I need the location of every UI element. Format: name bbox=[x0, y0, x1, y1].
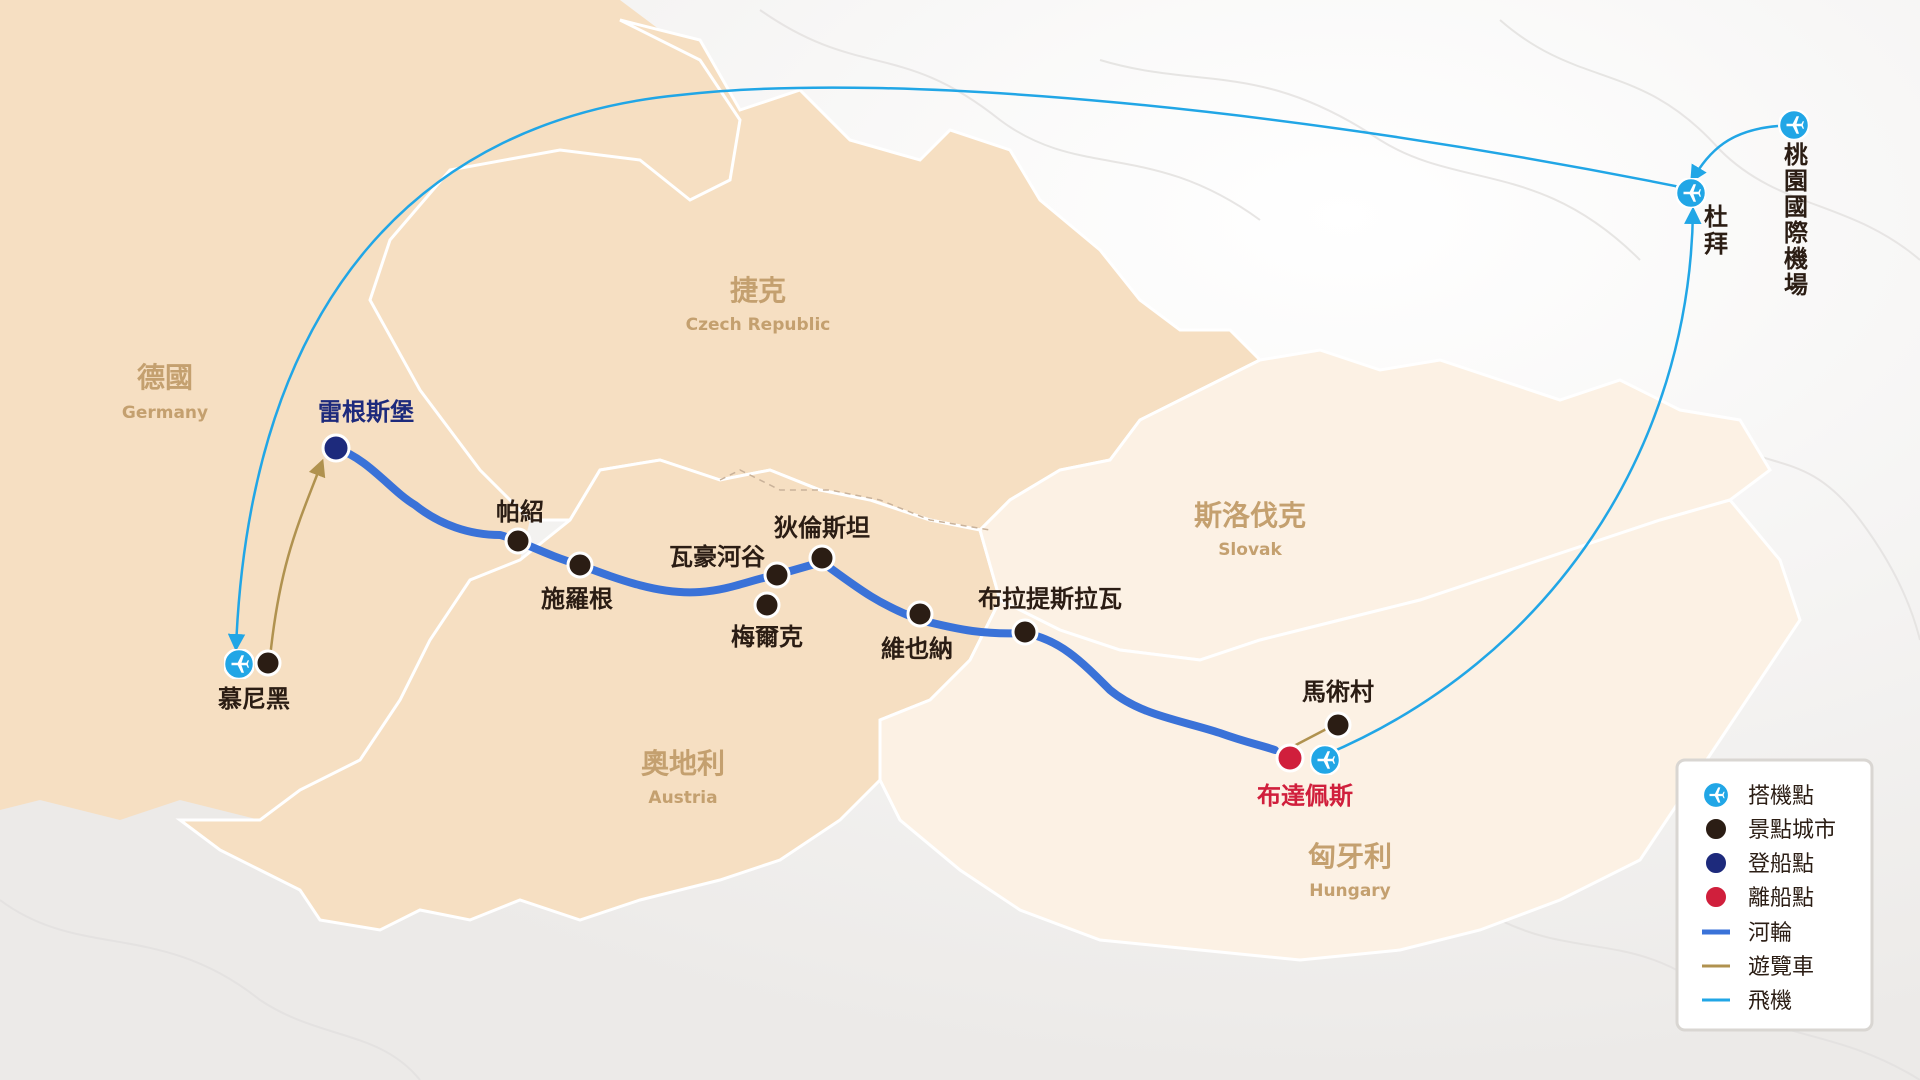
dot-icon bbox=[1011, 618, 1039, 646]
plane-icon bbox=[1779, 110, 1809, 140]
svg-text:斯洛伐克: 斯洛伐克 bbox=[1194, 499, 1306, 532]
svg-text:桃: 桃 bbox=[1784, 141, 1808, 169]
svg-text:國: 國 bbox=[1784, 193, 1808, 221]
dot-icon bbox=[808, 544, 836, 572]
legend-coach: 遊覽車 bbox=[1748, 955, 1814, 980]
city-label-vienna: 維也納 bbox=[881, 635, 953, 663]
flight-route-taoyuan-dubai bbox=[1690, 124, 1779, 184]
city-label-wachau: 瓦豪河谷 bbox=[669, 543, 766, 571]
svg-text:Slovak: Slovak bbox=[1218, 540, 1282, 560]
country-label-germany: 德國 Germany bbox=[122, 361, 208, 423]
dot-icon bbox=[504, 527, 532, 555]
svg-text:拜: 拜 bbox=[1704, 230, 1728, 258]
legend-river: 河輪 bbox=[1748, 921, 1792, 946]
germany-region bbox=[0, 0, 740, 820]
city-label-munich: 慕尼黑 bbox=[218, 685, 290, 713]
dot-icon bbox=[566, 551, 594, 579]
city-label-horse-village: 馬術村 bbox=[1302, 678, 1374, 706]
disembark-marker bbox=[1275, 743, 1305, 773]
svg-text:德國: 德國 bbox=[137, 361, 193, 394]
city-label-bratislava: 布拉提斯拉瓦 bbox=[978, 585, 1122, 613]
plane-icon bbox=[1703, 782, 1729, 808]
legend-sight-city: 景點城市 bbox=[1748, 818, 1836, 843]
svg-text:場: 場 bbox=[1784, 271, 1808, 299]
svg-text:捷克: 捷克 bbox=[730, 274, 786, 307]
plane-icon bbox=[1676, 178, 1706, 208]
city-label-passau: 帕紹 bbox=[496, 498, 544, 526]
dot-icon bbox=[1324, 711, 1352, 739]
svg-text:際: 際 bbox=[1784, 219, 1808, 247]
svg-text:園: 園 bbox=[1784, 167, 1808, 195]
dot-icon bbox=[763, 561, 791, 589]
austria-region bbox=[175, 458, 1002, 932]
dot-icon bbox=[1704, 817, 1728, 841]
river-cruise-route bbox=[332, 444, 1279, 754]
country-label-czech: 捷克 Czech Republic bbox=[686, 274, 831, 335]
svg-text:Germany: Germany bbox=[122, 403, 208, 423]
dot-icon bbox=[906, 600, 934, 628]
svg-text:Czech Republic: Czech Republic bbox=[686, 315, 831, 335]
plane-icon bbox=[224, 649, 254, 679]
legend: 搭機點 景點城市 登船點 離船點 河輪 遊覽車 飛機 bbox=[1675, 758, 1874, 1032]
city-label-durnstein: 狄倫斯坦 bbox=[773, 514, 870, 542]
coach-route-munich-regensburg bbox=[268, 458, 326, 659]
legend-flight: 飛機 bbox=[1748, 989, 1792, 1014]
city-label-melk: 梅爾克 bbox=[731, 623, 803, 651]
svg-text:杜: 杜 bbox=[1704, 203, 1728, 231]
city-label-dubai: 杜 拜 bbox=[1704, 203, 1728, 258]
city-label-budapest: 布達佩斯 bbox=[1257, 782, 1353, 810]
svg-text:Austria: Austria bbox=[648, 788, 717, 808]
disembark-legend-marker bbox=[1704, 885, 1728, 909]
flight-route-budapest-dubai bbox=[1324, 206, 1702, 757]
legend-disembark: 離船點 bbox=[1748, 886, 1814, 911]
flight-route-dubai-munich bbox=[227, 86, 1686, 652]
svg-text:Hungary: Hungary bbox=[1309, 881, 1391, 901]
country-label-austria: 奧地利 Austria bbox=[641, 747, 725, 808]
legend-embark: 登船點 bbox=[1748, 852, 1814, 877]
dot-icon bbox=[254, 649, 282, 677]
embark-legend-marker bbox=[1704, 851, 1728, 875]
svg-text:匈牙利: 匈牙利 bbox=[1308, 840, 1392, 873]
sight-city-markers bbox=[254, 527, 1352, 739]
legend-airport: 搭機點 bbox=[1748, 784, 1814, 809]
country-label-slovak: 斯洛伐克 Slovak bbox=[1194, 499, 1306, 560]
embark-marker bbox=[321, 433, 351, 463]
city-label-schlogen: 施羅根 bbox=[541, 585, 613, 613]
city-label-regensburg: 雷根斯堡 bbox=[318, 398, 414, 426]
svg-text:機: 機 bbox=[1784, 245, 1808, 273]
dot-icon bbox=[753, 591, 781, 619]
country-label-hungary: 匈牙利 Hungary bbox=[1308, 840, 1392, 901]
svg-text:奧地利: 奧地利 bbox=[641, 747, 725, 780]
plane-icon bbox=[1310, 745, 1340, 775]
region-border bbox=[719, 469, 991, 531]
